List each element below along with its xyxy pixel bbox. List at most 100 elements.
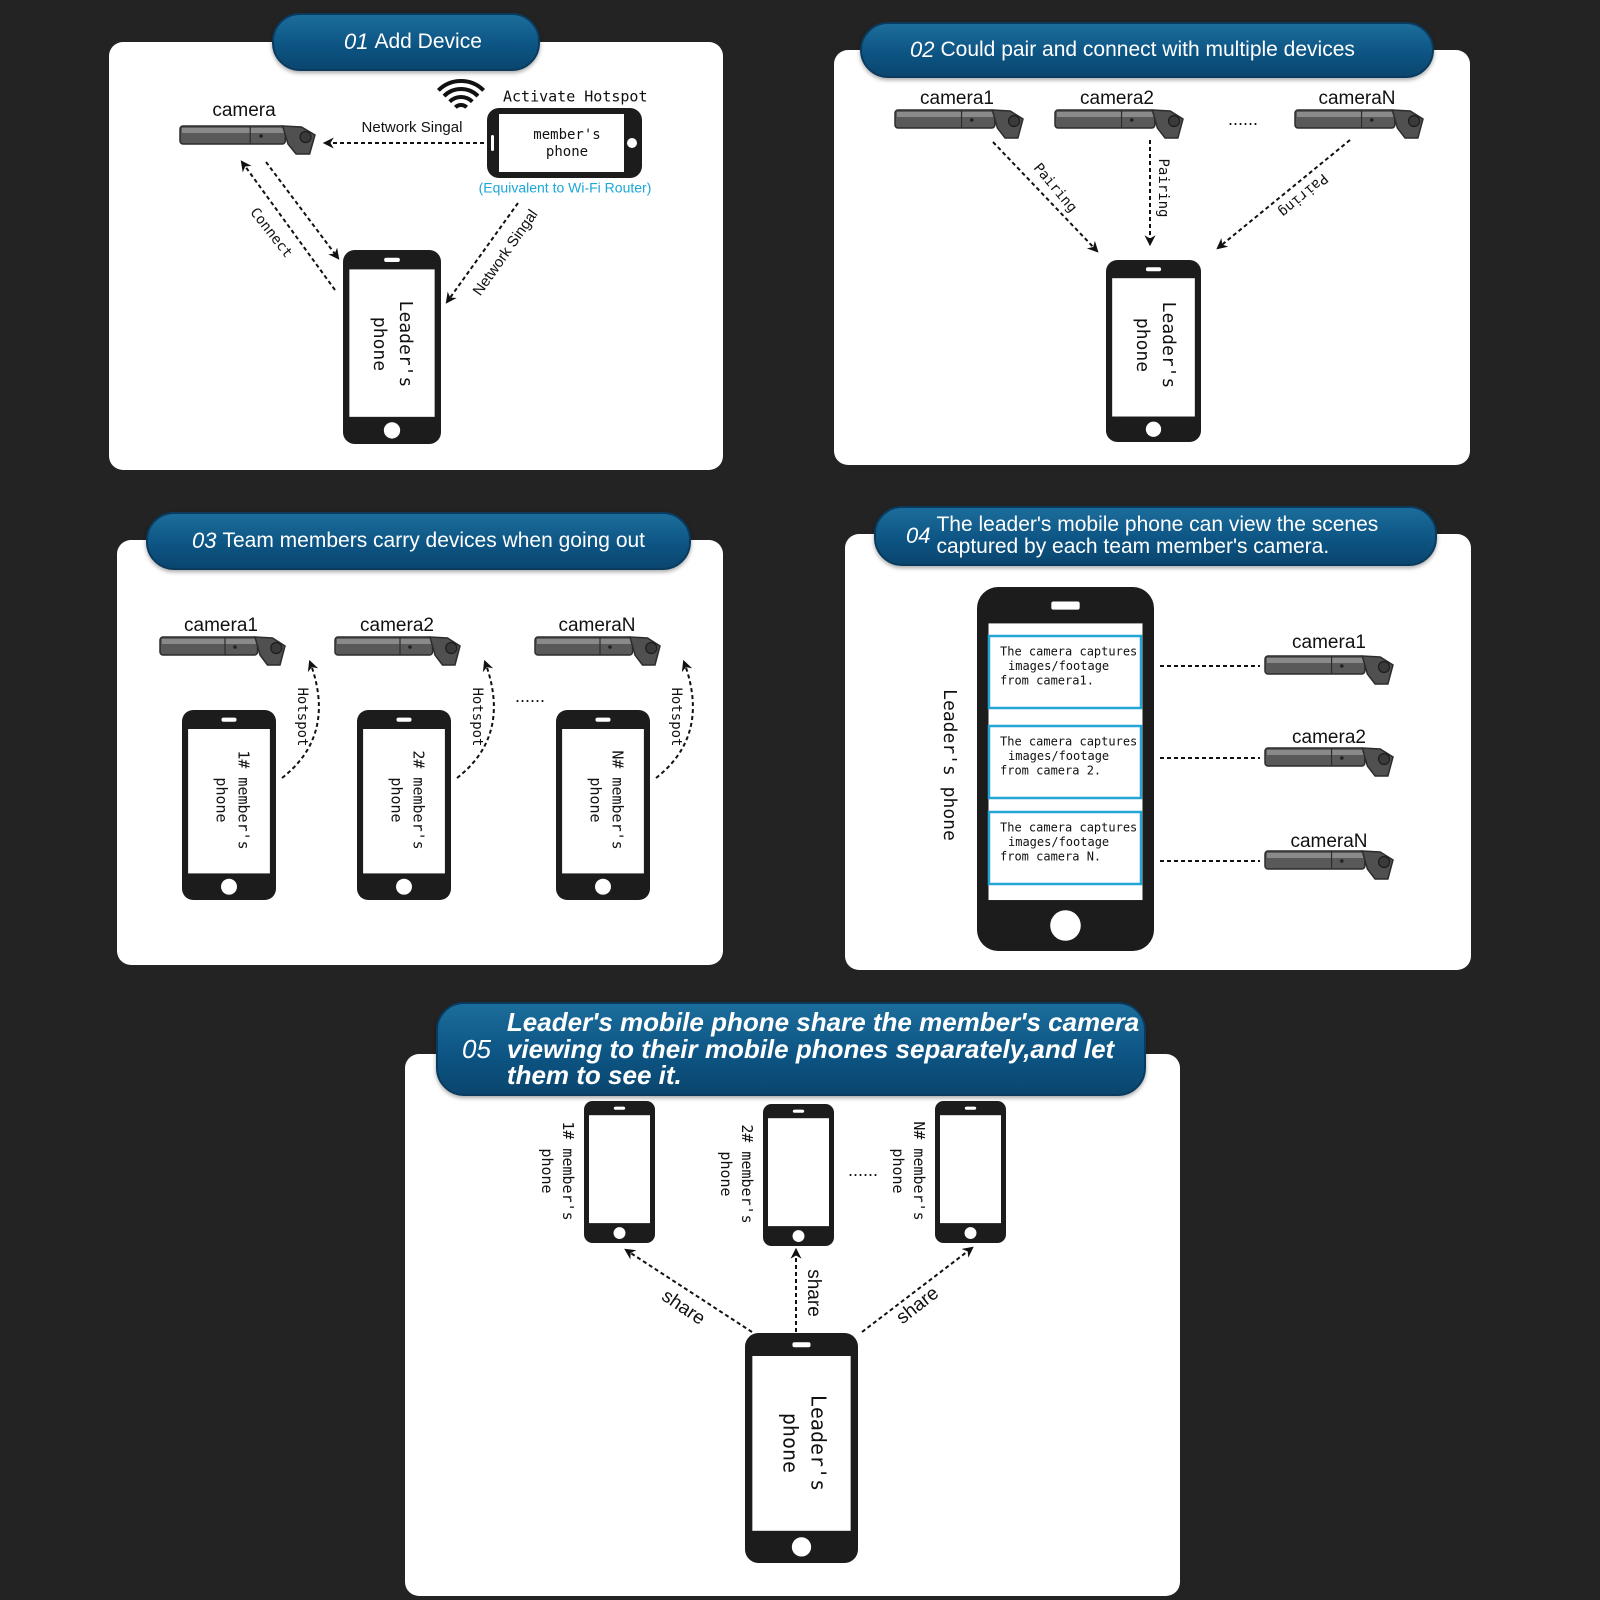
step3-member-phone2	[357, 710, 451, 900]
step2-camera1	[894, 109, 1024, 139]
activate-hotspot-label: Activate Hotspot	[503, 88, 648, 106]
step1-camera-label: camera	[212, 100, 276, 121]
step2-ellipsis: ......	[1228, 109, 1258, 129]
step2-title: Could pair and connect with multiple dev…	[940, 37, 1355, 61]
step3-camera2-label: camera2	[360, 615, 434, 636]
step1-leader-phone-label-line1: Leader's	[395, 301, 416, 388]
step5-member-phone1	[584, 1101, 655, 1243]
step4-screen1-line1: The camera captures	[1000, 645, 1137, 659]
step4-screen3-line3: from camera N.	[1000, 850, 1101, 864]
step4-title-line2: captured by each team member's camera.	[936, 535, 1330, 558]
step4-camera1	[1264, 655, 1394, 685]
connect-arrow-up	[240, 160, 336, 291]
step3-member-phone2-label-line1: 2# member's	[410, 750, 428, 849]
step3-title: Team members carry devices when going ou…	[222, 528, 646, 552]
step5-number: 05	[462, 1033, 491, 1064]
step3-hotspot-arrow2	[456, 659, 495, 779]
step5-member-phone2-label-line1: 2# member's	[738, 1124, 756, 1223]
step5-leader-phone-label-line2: phone	[779, 1413, 803, 1473]
step1-leader-phone	[343, 250, 441, 444]
step5-title-line2: viewing to their mobile phones separatel…	[506, 1033, 1115, 1064]
step4-screen3	[987, 810, 1143, 886]
step4-screen3-line2: images/footage	[1008, 835, 1109, 849]
connect-label: Connect	[247, 205, 296, 261]
step2-camera1-label: camera1	[920, 88, 994, 109]
router-note: (Equivalent to Wi-Fi Router)	[479, 180, 652, 196]
step4-screen1-line3: from camera1.	[1000, 674, 1094, 688]
step4-screen1-line2: images/footage	[1008, 659, 1109, 673]
step5-leader-phone-label-line1: Leader's	[807, 1395, 831, 1491]
step4-camera2	[1264, 747, 1394, 777]
step3-member-phone3	[556, 710, 650, 900]
step4-leader-phone-label: Leader's phone	[939, 689, 960, 841]
step5-member-phone2-label-line2: phone	[717, 1151, 735, 1196]
network-signal-left-label: Network Singal	[362, 119, 463, 136]
step3-member-phone3-label-line1: N# member's	[609, 750, 627, 849]
step5-member-phone3-label-line1: N# member's	[910, 1121, 928, 1220]
step5-share-label1: share	[658, 1286, 709, 1330]
step2-camera2-label: camera2	[1080, 88, 1154, 109]
step3-ellipsis: ......	[515, 686, 545, 706]
step3-member-phone2-label-line2: phone	[388, 777, 406, 822]
step4-camera3-label: cameraN	[1290, 831, 1367, 852]
step2-camera3	[1294, 109, 1424, 139]
step4-camera3	[1264, 850, 1394, 880]
step3-hotspot-arrow3	[655, 659, 694, 779]
step4-screen3-line1: The camera captures	[1000, 821, 1137, 835]
step3-camera2	[334, 636, 461, 666]
step2-number: 02	[910, 37, 935, 62]
step1-banner: 01 Add Device	[272, 13, 540, 71]
step5-member-phone2	[763, 1104, 834, 1246]
step4-screen2	[987, 724, 1143, 800]
step2-pairing-label2: Pairing	[1155, 158, 1171, 217]
step5-share-label2: share	[803, 1269, 824, 1317]
step2-camera2	[1054, 109, 1184, 139]
step3-member-phone3-label-line2: phone	[587, 777, 605, 822]
step4-screen2-line2: images/footage	[1008, 749, 1109, 763]
step4-number: 04	[906, 523, 931, 548]
step5-member-phone1-label-line1: 1# member's	[559, 1121, 577, 1220]
step1-camera	[179, 125, 316, 155]
member-phone-label-line2: phone	[546, 144, 588, 160]
step3-member-phone1-label-line2: phone	[213, 777, 231, 822]
step3-camera3	[534, 636, 661, 666]
step4-screen2-line3: from camera 2.	[1000, 764, 1101, 778]
step3-camera1-label: camera1	[184, 615, 258, 636]
step3-camera3-label: cameraN	[558, 615, 635, 636]
step3-member-phone1-label-line1: 1# member's	[235, 750, 253, 849]
step5-member-phone3-label-line2: phone	[889, 1148, 907, 1193]
step2-leader-phone	[1106, 260, 1201, 442]
step2-leader-phone-label-line2: phone	[1132, 318, 1153, 372]
step5-title-line1: Leader's mobile phone share the member's…	[506, 1006, 1140, 1037]
step4-camera1-label: camera1	[1292, 632, 1366, 653]
step4-screen2-line1: The camera captures	[1000, 735, 1137, 749]
step3-banner: 03 Team members carry devices when going…	[146, 512, 691, 570]
step3-hotspot-arrow1	[281, 659, 320, 779]
network-signal-diag-arrow	[445, 202, 519, 304]
step5-leader-phone	[745, 1333, 858, 1563]
step1-leader-phone-label-line2: phone	[369, 317, 390, 371]
step5-title-line3: them to see it.	[506, 1060, 682, 1091]
step4-banner: 04 The leader's mobile phone can view th…	[874, 506, 1437, 566]
wifi-signal-icon	[436, 79, 486, 109]
step3-camera1	[159, 636, 286, 666]
step1-title: Add Device	[374, 29, 482, 53]
step4-camera2-label: camera2	[1292, 727, 1366, 748]
step5-share-arrow3	[861, 1246, 974, 1333]
step2-pairing-arrow3	[1216, 139, 1351, 250]
step2-banner: 02 Could pair and connect with multiple …	[860, 22, 1434, 78]
connect-arrow-down	[265, 161, 340, 260]
step3-hotspot-label2: Hotspot	[469, 687, 485, 746]
step2-leader-phone-label-line1: Leader's	[1158, 302, 1179, 389]
step4-title: The leader's mobile phone can view the s…	[936, 513, 1378, 558]
step3-hotspot-label3: Hotspot	[668, 687, 684, 746]
step5-title: Leader's mobile phone share the member's…	[507, 1009, 1139, 1089]
